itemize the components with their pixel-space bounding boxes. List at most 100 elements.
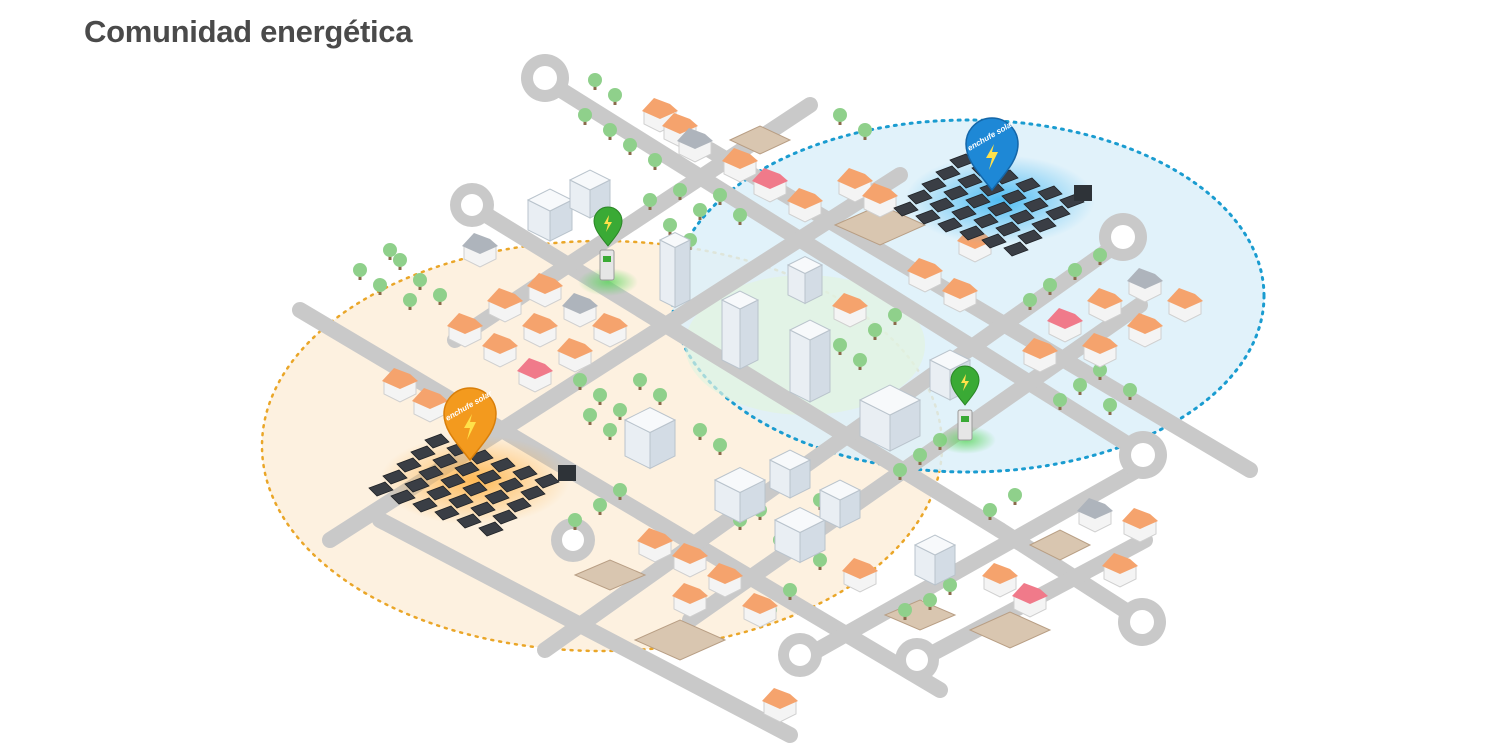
tree xyxy=(413,273,427,290)
lightning-icon xyxy=(604,215,612,232)
page-title: Comunidad energética xyxy=(84,14,413,49)
solar-panel xyxy=(995,221,1021,237)
tree xyxy=(593,498,607,515)
tree xyxy=(593,388,607,405)
house xyxy=(832,293,868,328)
tree xyxy=(383,243,397,260)
house xyxy=(1102,553,1138,588)
solar-panel xyxy=(965,193,991,209)
tree xyxy=(923,593,937,610)
house xyxy=(557,338,593,373)
tree xyxy=(713,188,727,205)
tree xyxy=(433,288,447,305)
solar-panel xyxy=(973,213,999,229)
solar-panel xyxy=(1037,185,1063,201)
crop-field xyxy=(633,619,727,661)
tree xyxy=(1093,248,1107,265)
office-building xyxy=(768,449,812,499)
house xyxy=(1022,338,1058,373)
tree xyxy=(1073,378,1087,395)
house xyxy=(942,278,978,313)
house xyxy=(447,313,483,348)
tree xyxy=(673,183,687,200)
tree xyxy=(913,448,927,465)
crop-field xyxy=(968,611,1052,649)
solar-panel xyxy=(1017,229,1043,245)
crop-field xyxy=(728,125,792,155)
office-building xyxy=(818,479,862,529)
tree xyxy=(693,423,707,440)
tree xyxy=(1068,263,1082,280)
tree xyxy=(583,408,597,425)
house xyxy=(842,558,878,593)
office-building xyxy=(623,406,677,470)
house xyxy=(382,368,418,403)
house xyxy=(1167,288,1203,323)
house xyxy=(787,188,823,223)
tree xyxy=(663,218,677,235)
house xyxy=(762,688,798,723)
solar-panel xyxy=(468,449,494,465)
office-building xyxy=(658,231,692,309)
solar-panel xyxy=(418,465,444,481)
solar-panel xyxy=(456,513,482,529)
house xyxy=(527,273,563,308)
solar-plug-pin-green-east[interactable] xyxy=(950,365,980,406)
solar-plug-pin-orange[interactable]: enchufe solar xyxy=(443,387,497,462)
tree xyxy=(868,323,882,340)
battery-unit xyxy=(558,465,576,481)
lightning-icon xyxy=(961,374,969,391)
house xyxy=(907,258,943,293)
house xyxy=(522,313,558,348)
solar-panel xyxy=(448,493,474,509)
solar-panel xyxy=(476,469,502,485)
solar-panel xyxy=(1015,177,1041,193)
office-building xyxy=(858,384,922,452)
tree xyxy=(623,138,637,155)
house xyxy=(672,543,708,578)
solar-panel xyxy=(1009,209,1035,225)
tree xyxy=(643,193,657,210)
solar-panel xyxy=(907,189,933,205)
solar-panel xyxy=(935,165,961,181)
lightning-icon xyxy=(464,414,476,440)
solar-panel xyxy=(492,509,518,525)
solar-panel xyxy=(534,473,560,489)
solar-panel xyxy=(921,177,947,193)
solar-panel xyxy=(470,501,496,517)
solar-plug-pin-blue[interactable]: enchufe solar xyxy=(965,117,1019,192)
house xyxy=(1127,268,1163,303)
tree xyxy=(578,108,592,125)
solar-plug-pin-green-north[interactable] xyxy=(593,206,623,247)
tree xyxy=(1023,293,1037,310)
solar-panel xyxy=(390,489,416,505)
solar-panel xyxy=(454,461,480,477)
house xyxy=(1047,308,1083,343)
office-building xyxy=(526,188,574,242)
solar-panel xyxy=(424,433,450,449)
solar-panel xyxy=(1031,217,1057,233)
solar-panel xyxy=(484,489,510,505)
tree xyxy=(893,463,907,480)
house xyxy=(637,528,673,563)
solar-panel xyxy=(432,453,458,469)
solar-panel xyxy=(959,225,985,241)
house xyxy=(592,313,628,348)
house xyxy=(487,288,523,323)
solar-panel xyxy=(1003,241,1029,257)
tree xyxy=(568,513,582,530)
solar-panel xyxy=(382,469,408,485)
house xyxy=(1082,333,1118,368)
house xyxy=(1077,498,1113,533)
tree xyxy=(1043,278,1057,295)
solar-panel xyxy=(412,497,438,513)
tree xyxy=(608,88,622,105)
tree xyxy=(653,388,667,405)
tree xyxy=(943,578,957,595)
tree xyxy=(573,373,587,390)
solar-panel xyxy=(396,457,422,473)
house xyxy=(517,358,553,393)
solar-panel xyxy=(498,477,524,493)
tree xyxy=(403,293,417,310)
